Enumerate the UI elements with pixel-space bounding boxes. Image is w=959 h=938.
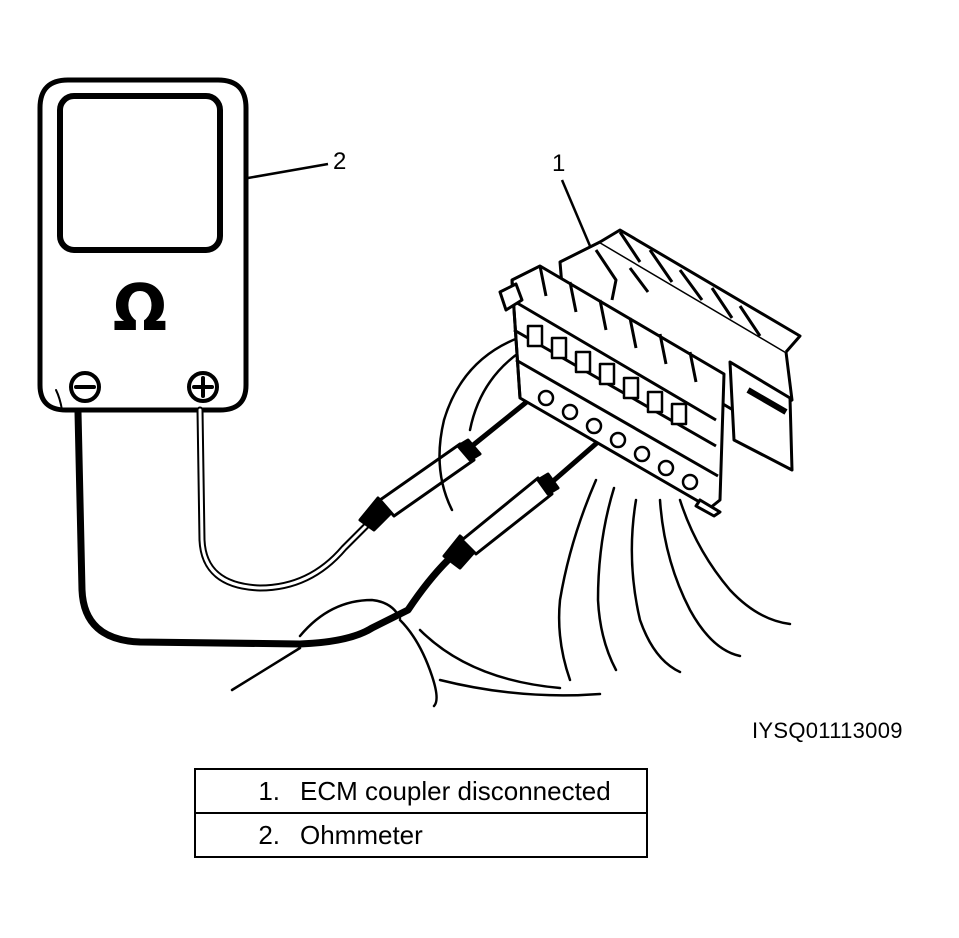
plus-circle-icon xyxy=(187,371,219,403)
legend-row: 1. ECM coupler disconnected xyxy=(194,768,648,814)
technician-hand xyxy=(230,598,438,708)
ohmmeter-leader-line xyxy=(247,162,329,180)
ohmmeter-callout-number: 2 xyxy=(333,148,347,175)
ecm-coupler xyxy=(498,228,802,518)
coupler-terminals-bottom xyxy=(537,389,699,491)
positive-lead xyxy=(196,406,376,592)
figure-code: IYSQ01113009 xyxy=(752,718,903,743)
coupler-leader-line xyxy=(560,179,592,247)
legend-table: 1. ECM coupler disconnected 2. Ohmmeter xyxy=(194,768,648,858)
minus-circle-icon xyxy=(69,371,101,403)
wire-harness xyxy=(418,336,792,697)
probe-leads xyxy=(74,393,617,648)
legend-item-text: Ohmmeter xyxy=(300,819,423,850)
meter-display xyxy=(57,93,223,253)
coupler-callout-number: 1 xyxy=(552,150,566,177)
legend-item-number: 2. xyxy=(258,819,280,850)
ohm-symbol: Ω xyxy=(113,272,167,346)
legend-item-text: ECM coupler disconnected xyxy=(300,775,611,806)
circuit-check-illustration: Ω xyxy=(37,77,802,708)
ohmmeter xyxy=(37,77,249,413)
negative-lead xyxy=(74,408,452,648)
legend-row: 2. Ohmmeter xyxy=(194,812,648,858)
legend-item-number: 1. xyxy=(258,775,280,806)
coupler-terminals-top xyxy=(526,324,688,426)
